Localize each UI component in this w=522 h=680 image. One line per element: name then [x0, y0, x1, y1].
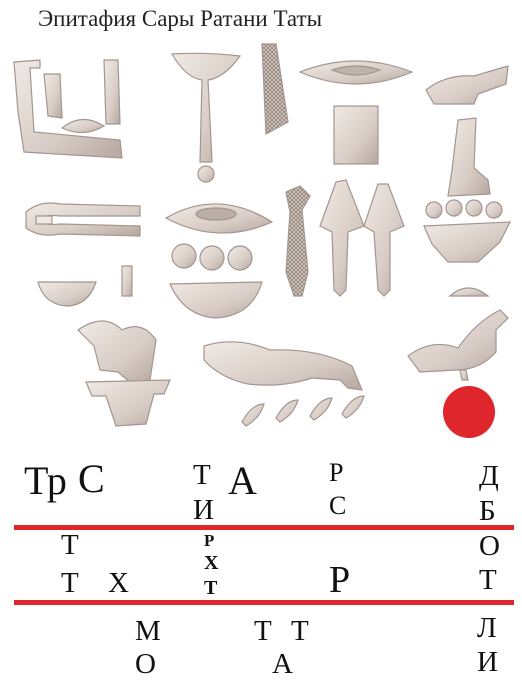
translit-row2-cell: Т [61, 569, 79, 598]
translit-row2-cell: Т [61, 531, 79, 560]
translit-row2-cell: О [479, 532, 500, 561]
translit-row2-cell: Х [108, 569, 129, 598]
translit-row2-cell: Х [204, 553, 218, 573]
translit-row2-cell: Р [204, 532, 214, 549]
tether-rope-glyph [26, 203, 140, 236]
half-loaf-glyph [38, 266, 132, 306]
translit-row1-cell: Д [479, 462, 499, 491]
translit-row2-cell: Т [204, 578, 217, 598]
translit-row3-cell: Л [477, 614, 497, 643]
basket-with-grains-glyph [424, 200, 510, 296]
vessel-glyphs [286, 180, 404, 296]
translit-row1-cell: Б [479, 497, 496, 526]
sparrow-glyph [408, 310, 508, 380]
vulture-glyph [78, 321, 170, 426]
translit-row3-cell: О [135, 650, 156, 679]
translit-row2-cell: Р [329, 561, 350, 599]
translit-row3-cell: М [135, 617, 161, 646]
translit-row1-cell: И [193, 496, 214, 525]
translit-row1-cell: Т [193, 461, 211, 490]
hieroglyph-panel [0, 0, 522, 450]
foreleg-glyph [204, 342, 362, 390]
red-rule-top [14, 525, 514, 530]
translit-row2-cell: Т [479, 566, 497, 595]
translit-row1-cell: Тр [24, 461, 67, 501]
translit-row1-cell: С [78, 459, 105, 499]
translit-row3-cell: Т [291, 617, 309, 646]
red-marker-dot [443, 386, 495, 438]
leg-glyph [426, 66, 508, 196]
enclosure-glyph [14, 60, 122, 158]
eye-glyph [166, 204, 272, 318]
translit-row1-cell: Р [329, 460, 343, 486]
grain-seeds-glyph [242, 396, 364, 426]
translit-row1-cell: С [329, 493, 346, 519]
translit-row1-cell: А [228, 461, 257, 501]
translit-row3-cell: И [477, 648, 498, 677]
mouth-glyph [300, 61, 412, 164]
papyrus-stem-glyph [172, 53, 240, 182]
mesh-column-glyph [262, 44, 288, 134]
translit-row3-cell: А [272, 650, 293, 679]
translit-row3-cell: Т [254, 617, 272, 646]
red-rule-bottom [14, 600, 514, 605]
